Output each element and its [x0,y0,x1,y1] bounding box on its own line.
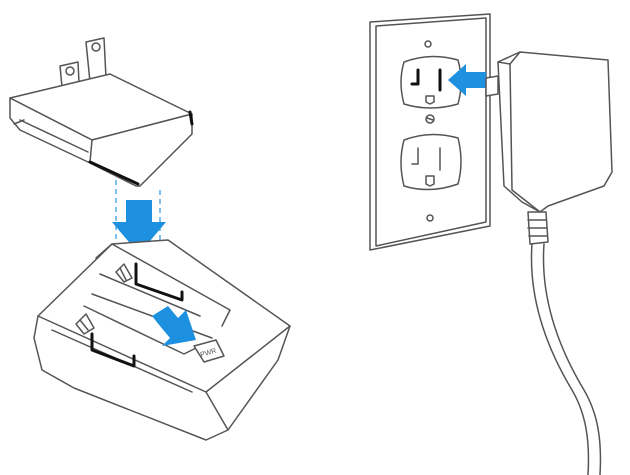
plug-in-arrow-icon [448,64,486,96]
plug-clip-edge [88,160,140,186]
adapter-slot-edge-lower [90,332,136,368]
adapter-badge-label: PWR [200,348,218,359]
wall-outlet [369,13,491,251]
plug-clip [9,37,194,187]
adapter-slot-edge-upper [134,262,184,302]
insert-arrow-icon [112,200,166,254]
adapter-release-button: PWR [193,339,225,363]
outlet-receptacle-top [400,55,462,109]
wall-charger [485,51,613,475]
outlet-receptacle-bottom [400,133,462,191]
slide-arrow-icon [152,306,196,346]
power-adapter: PWR [33,239,291,441]
charger-cable [530,243,590,475]
